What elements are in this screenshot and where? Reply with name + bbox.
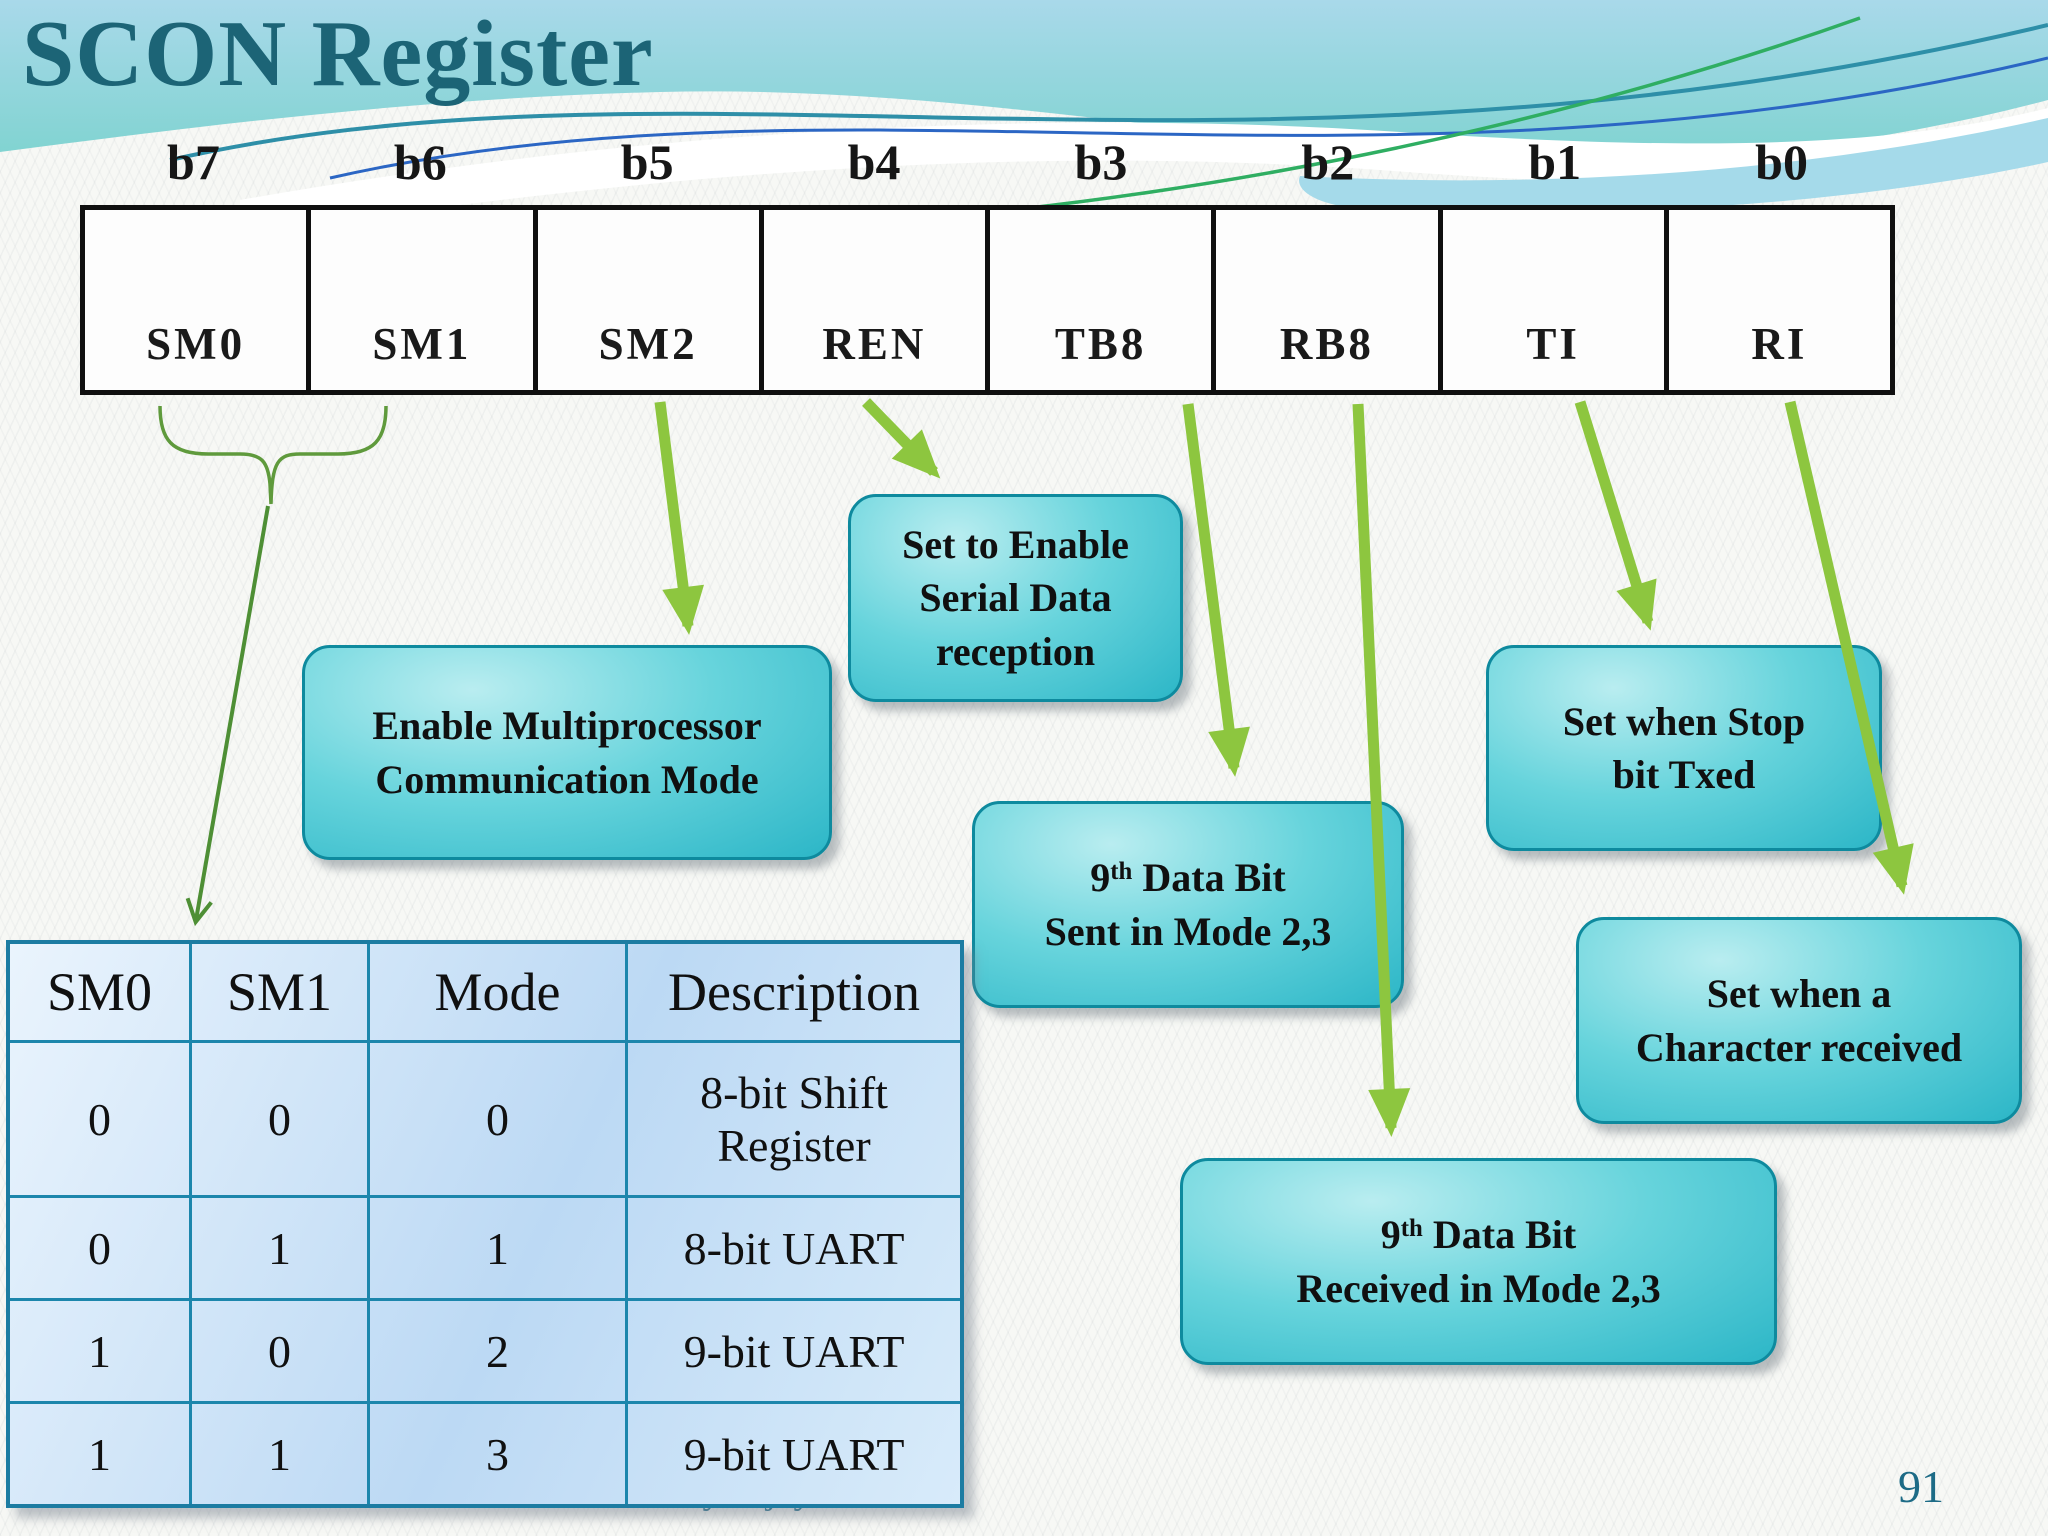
- bit-label-b5: b5: [620, 134, 674, 190]
- table-row: 1 0 2 9-bit UART: [10, 1301, 960, 1404]
- callout-text-line: 9th Data Bit: [1381, 1208, 1576, 1261]
- ninth-number: 9: [1380, 1212, 1401, 1258]
- table-row: 0 1 1 8-bit UART: [10, 1198, 960, 1301]
- callout-text-line: Communication Mode: [375, 756, 759, 802]
- cell-description: 9-bit UART: [683, 1428, 905, 1480]
- col-header-mode: Mode: [370, 944, 628, 1040]
- cell-mode: 3: [370, 1404, 628, 1504]
- page-title: SCON Register: [22, 2, 654, 106]
- cell-sm1: 0: [192, 1301, 370, 1401]
- cell-description: 8-bit Shift Register: [700, 1067, 888, 1171]
- cell-mode: 0: [370, 1043, 628, 1195]
- col-header-sm1: SM1: [192, 944, 370, 1040]
- mode-table: SM0 SM1 Mode Description 0 0 0 8-bit Shi…: [6, 940, 964, 1508]
- sm0-sm1-brace: [158, 405, 388, 505]
- arrow-rb8-to-callout: [1352, 403, 1411, 1137]
- col-header-description: Description: [668, 962, 920, 1022]
- register-field-label: RB8: [1279, 319, 1374, 369]
- callout-text-line: Set to Enable: [902, 522, 1129, 568]
- arrow-ren-to-callout: [862, 398, 941, 479]
- callout-text-line: Enable Multiprocessor: [372, 703, 762, 749]
- callout-text-line: Received in Mode 2,3: [1296, 1265, 1661, 1311]
- callout-rb8-ninth-bit-received: 9th Data Bit Received in Mode 2,3: [1180, 1158, 1777, 1365]
- arrow-sm2-to-callout: [654, 401, 705, 635]
- register-cell-sm1: SM1: [311, 210, 538, 390]
- ordinal-sup: th: [1400, 1214, 1423, 1242]
- register-cell-ren: REN: [764, 210, 990, 390]
- bit-label-b1: b1: [1528, 134, 1582, 190]
- ninth-rest: Data Bit: [1132, 855, 1286, 901]
- register-cell-tb8: TB8: [990, 210, 1217, 390]
- cell-sm0: 0: [10, 1043, 192, 1195]
- callout-text-line: reception: [935, 628, 1096, 674]
- table-row: 1 1 3 9-bit UART: [10, 1404, 960, 1504]
- register-cell-ri: RI: [1669, 210, 1890, 390]
- callout-text-line: bit Txed: [1612, 752, 1756, 797]
- cell-mode: 1: [370, 1198, 628, 1298]
- cell-sm0: 0: [10, 1198, 192, 1298]
- header-band-shape: [0, 0, 2048, 161]
- register-cell-ti: TI: [1443, 210, 1669, 390]
- register-field-label: SM2: [598, 319, 698, 369]
- register-field-label: SM1: [372, 319, 472, 369]
- cell-sm1: 1: [192, 1404, 370, 1504]
- register-field-label: TI: [1526, 319, 1580, 369]
- callout-text-line: Sent in Mode 2,3: [1044, 908, 1332, 954]
- scon-register-diagram: SM0 SM1 SM2 REN TB8 RB8 TI RI: [80, 205, 1895, 395]
- ninth-number: 9: [1090, 855, 1111, 901]
- bit-label-b6: b6: [393, 134, 447, 190]
- ordinal-sup: th: [1110, 857, 1133, 885]
- ninth-rest: Data Bit: [1422, 1212, 1577, 1258]
- cell-sm0: 1: [10, 1301, 192, 1401]
- bit-label-b0: b0: [1755, 134, 1808, 190]
- callout-text-line: Serial Data: [919, 575, 1112, 621]
- callout-text-line: Set when a: [1706, 971, 1892, 1017]
- callout-text-line: Set when Stop: [1562, 698, 1806, 744]
- register-cell-sm2: SM2: [538, 210, 764, 390]
- header-curve-teal: [169, 23, 2048, 162]
- callout-ren-serial-reception: Set to Enable Serial Data reception: [848, 494, 1183, 702]
- register-field-label: RI: [1751, 319, 1808, 369]
- callout-ri-character-received: Set when a Character received: [1576, 917, 2022, 1124]
- callout-sm2-multiprocessor: Enable Multiprocessor Communication Mode: [302, 645, 832, 860]
- callout-text-line: Character received: [1635, 1024, 1963, 1070]
- arrow-ti-to-callout: [1574, 400, 1657, 631]
- header-curve-blue: [329, 56, 2048, 180]
- cell-description: 8-bit UART: [683, 1222, 905, 1274]
- register-cell-rb8: RB8: [1216, 210, 1443, 390]
- bit-label-b4: b4: [847, 134, 901, 190]
- register-field-label: SM0: [146, 319, 246, 369]
- arrow-tb8-to-callout: [1182, 403, 1250, 777]
- bit-label-b7: b7: [167, 134, 220, 190]
- table-row: 0 0 0 8-bit Shift Register: [10, 1043, 960, 1198]
- cell-description: 9-bit UART: [683, 1325, 905, 1377]
- register-field-label: REN: [822, 319, 927, 369]
- header-light-wave: [1299, 118, 2048, 213]
- page-number: 91: [1898, 1461, 1944, 1512]
- brace-to-table-arrow: [185, 505, 270, 927]
- bit-label-b2: b2: [1301, 134, 1355, 190]
- callout-ti-stop-bit: Set when Stop bit Txed: [1486, 645, 1882, 851]
- register-cell-sm0: SM0: [85, 210, 312, 390]
- table-header-row: SM0 SM1 Mode Description: [10, 944, 960, 1043]
- cell-sm0: 1: [10, 1404, 192, 1504]
- callout-tb8-ninth-bit-sent: 9th Data Bit Sent in Mode 2,3: [972, 801, 1404, 1008]
- callout-text-line: 9th Data Bit: [1090, 851, 1285, 904]
- register-bit-labels: b7 b6 b5 b4 b3 b2 b1 b0: [80, 126, 1895, 198]
- bit-label-b3: b3: [1074, 134, 1128, 190]
- register-field-label: TB8: [1054, 319, 1147, 369]
- col-header-sm0: SM0: [10, 944, 192, 1040]
- cell-sm1: 0: [192, 1043, 370, 1195]
- cell-mode: 2: [370, 1301, 628, 1401]
- cell-sm1: 1: [192, 1198, 370, 1298]
